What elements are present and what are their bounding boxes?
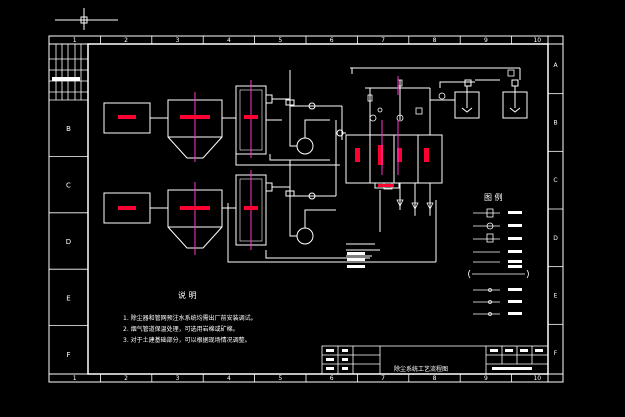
row-letter-right: B bbox=[553, 120, 557, 127]
row-letter-right: E bbox=[554, 293, 558, 300]
column-number: 4 bbox=[227, 37, 231, 44]
column-number: 5 bbox=[278, 375, 282, 382]
title-block bbox=[321, 345, 549, 375]
title-block-drawing-title: 除尘系统工艺流程图 bbox=[394, 365, 448, 373]
column-zone-ticks-top: 1 2 3 4 5 6 7 8 9 10 bbox=[73, 36, 541, 44]
column-number: 1 bbox=[73, 37, 77, 44]
column-number: 4 bbox=[227, 375, 231, 382]
crosshair-cursor bbox=[55, 8, 118, 30]
row-letter-right: F bbox=[554, 350, 558, 357]
legend-block: 图 例 bbox=[468, 192, 529, 316]
row-letter-left: E bbox=[66, 294, 70, 302]
row-zone-ticks-right: A B C D E F bbox=[548, 62, 563, 357]
column-number: 6 bbox=[330, 375, 334, 382]
column-number: 9 bbox=[484, 375, 488, 382]
note-line-3: 3. 对于土建基础部分，可以根据现场情况调整。 bbox=[123, 336, 251, 344]
column-number: 10 bbox=[533, 375, 541, 382]
row-zone-ticks-left: B C D E F bbox=[49, 125, 88, 359]
column-number: 7 bbox=[381, 375, 385, 382]
column-number: 7 bbox=[381, 37, 385, 44]
column-number: 2 bbox=[124, 375, 128, 382]
row-letter-left: C bbox=[66, 182, 71, 190]
lower-pump bbox=[296, 227, 314, 245]
interconnect-pipes bbox=[227, 67, 521, 263]
note-line-1: 1. 除尘器和管网预注水系统均需出厂前安装调试。 bbox=[123, 314, 257, 322]
column-number: 2 bbox=[124, 37, 128, 44]
lower-process-train bbox=[103, 160, 336, 255]
row-letter-left: B bbox=[66, 125, 71, 133]
pipe-labels bbox=[347, 252, 365, 268]
row-letter-right: C bbox=[553, 177, 557, 184]
legend-title: 图 例 bbox=[484, 192, 503, 202]
column-number: 6 bbox=[330, 37, 334, 44]
note-line-2: 2. 烟气管道保温处理，可选用岩棉或矿棉。 bbox=[123, 325, 239, 333]
row-letter-right: D bbox=[553, 235, 558, 242]
column-number: 3 bbox=[176, 375, 180, 382]
valves-and-instruments bbox=[367, 69, 515, 216]
dosing-tanks bbox=[454, 79, 528, 119]
notes-block: 说 明 1. 除尘器和管网预注水系统均需出厂前安装调试。 2. 烟气管道保温处理… bbox=[123, 290, 257, 344]
notes-title: 说 明 bbox=[178, 290, 197, 300]
upper-process-train bbox=[103, 70, 346, 162]
column-zone-ticks-bottom: 1 2 3 4 5 6 7 8 9 10 bbox=[73, 374, 541, 382]
revision-table bbox=[49, 44, 88, 101]
column-number: 9 bbox=[484, 37, 488, 44]
row-letter-left: D bbox=[66, 238, 71, 246]
title-block-fillers bbox=[326, 349, 543, 370]
column-number: 8 bbox=[433, 37, 437, 44]
column-number: 5 bbox=[278, 37, 282, 44]
upper-pump bbox=[296, 137, 314, 155]
column-number: 10 bbox=[533, 37, 541, 44]
column-number: 3 bbox=[176, 37, 180, 44]
column-number: 1 bbox=[73, 375, 77, 382]
column-number: 8 bbox=[433, 375, 437, 382]
row-letter-right: A bbox=[553, 62, 558, 69]
row-letter-left: F bbox=[66, 351, 70, 359]
main-tank-group bbox=[345, 76, 443, 189]
